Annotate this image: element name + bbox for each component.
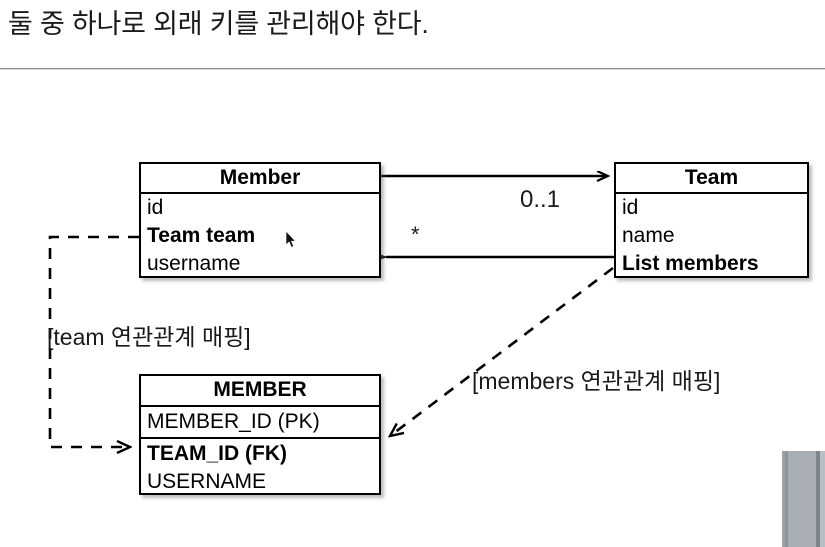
field-team-members: List members [622, 252, 759, 275]
vertical-scrollbar[interactable] [782, 451, 825, 547]
connector-team-field-mapping [48, 235, 139, 447]
mouse-pointer-icon [285, 231, 297, 248]
field-member-username: username [147, 252, 241, 275]
field-team-id: id [622, 196, 639, 219]
uml-box-team-entity-fields: id name List members [616, 194, 807, 278]
field-member-team: Team team [147, 224, 256, 247]
annotation-team-mapping: [team 연관관계 매핑] [47, 324, 251, 350]
uml-box-team-entity[interactable]: Team id name List members [614, 162, 809, 278]
title-divider [0, 68, 825, 70]
multiplicity-label-member-to-team: 0..1 [520, 186, 561, 213]
page-title: 둘 중 하나로 외래 키를 관리해야 한다. [8, 9, 429, 39]
connector-members-field-mapping [390, 266, 614, 436]
field-member-id: id [147, 196, 164, 219]
uml-box-team-entity-title: Team [616, 164, 807, 194]
column-team-id-fk: TEAM_ID (FK) [141, 437, 379, 467]
annotation-members-mapping: [members 연관관계 매핑] [472, 368, 721, 394]
uml-box-member-entity-fields: id Team team username [141, 194, 379, 278]
column-username: USERNAME [147, 470, 267, 493]
field-team-name: name [622, 224, 675, 247]
uml-box-member-table-columns: MEMBER_ID (PK) TEAM_ID (FK) USERNAME [141, 407, 379, 497]
multiplicity-label-team-to-member: * [411, 222, 420, 247]
uml-box-member-entity-title: Member [141, 164, 379, 194]
uml-box-member-table[interactable]: MEMBER MEMBER_ID (PK) TEAM_ID (FK) USERN… [139, 374, 381, 495]
uml-box-member-entity[interactable]: Member id Team team username [139, 162, 381, 278]
uml-box-member-table-title: MEMBER [141, 376, 379, 407]
column-member-id-pk: MEMBER_ID (PK) [147, 410, 320, 433]
